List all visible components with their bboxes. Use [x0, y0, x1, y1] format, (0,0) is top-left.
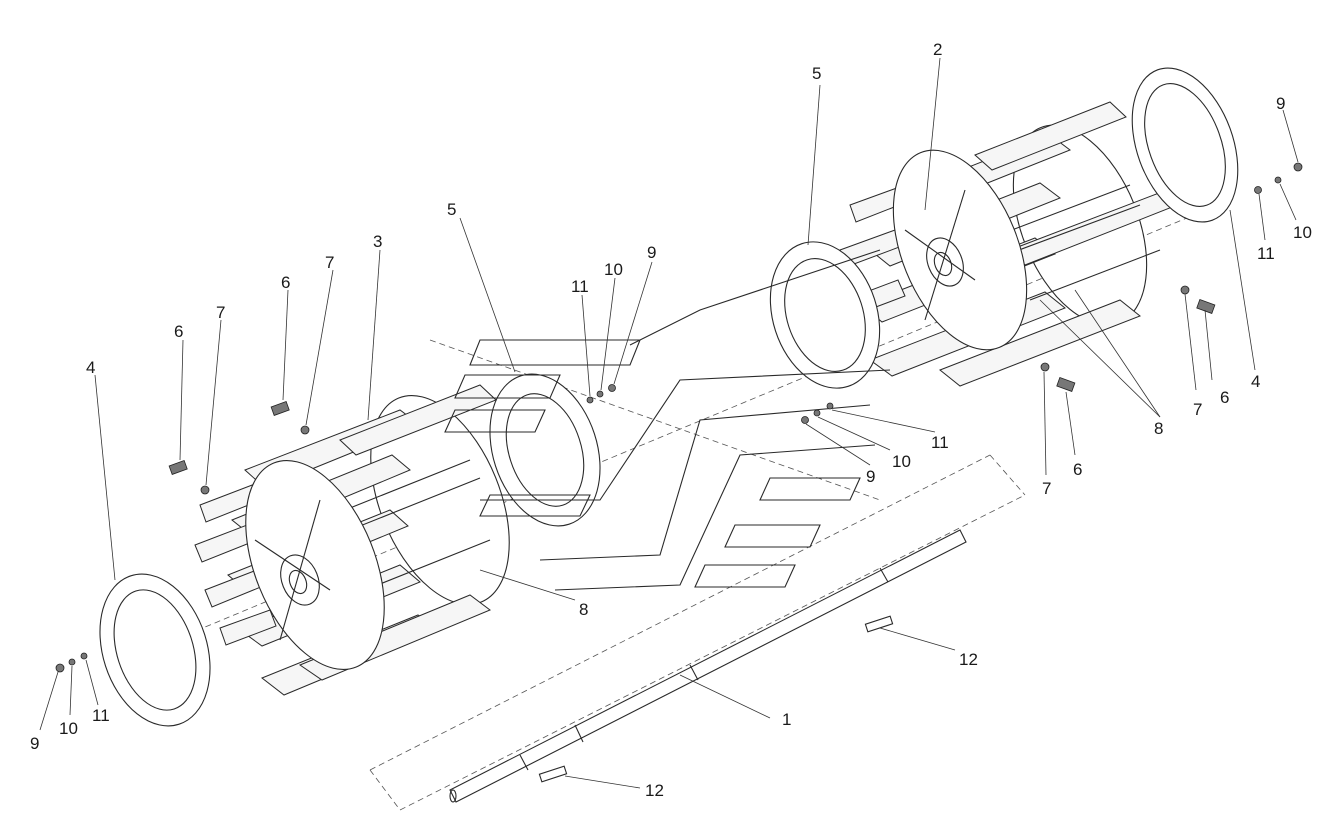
callout-4-right: 4 [1251, 372, 1260, 391]
callout-3: 3 [373, 232, 382, 251]
callout-6-c: 6 [1220, 388, 1229, 407]
callout-9-a: 9 [30, 734, 39, 753]
callout-11-b: 11 [571, 277, 589, 296]
callout-5-center: 5 [447, 200, 456, 219]
callout-10-b: 10 [604, 260, 623, 279]
callout-8-left: 8 [579, 600, 588, 619]
main-shaft-1 [449, 529, 967, 803]
flange-right-4 [1131, 67, 1239, 223]
callout-6-a: 6 [174, 322, 183, 341]
callout-11-d: 11 [1257, 244, 1275, 263]
callout-9-b: 9 [647, 243, 656, 262]
callout-labels: 1 2 3 4 4 5 5 6 6 6 6 7 7 7 7 8 8 9 9 9 … [30, 40, 1312, 800]
callout-6-d: 6 [1073, 460, 1082, 479]
callout-4-left: 4 [86, 358, 95, 377]
callout-10-d: 10 [1293, 223, 1312, 242]
callout-11-c: 11 [931, 433, 949, 452]
left-rotor [194, 384, 510, 696]
callout-2: 2 [933, 40, 942, 59]
callout-10-a: 10 [59, 719, 78, 738]
callout-1: 1 [782, 710, 791, 729]
callout-12-right: 12 [959, 650, 978, 669]
callout-10-c: 10 [892, 452, 911, 471]
hardware-fasteners [55, 162, 1303, 673]
flange-left-4 [99, 573, 211, 727]
guide-plates-8 [444, 249, 891, 591]
callout-7-a: 7 [216, 303, 225, 322]
callout-9-d: 9 [1276, 94, 1285, 113]
callout-9-c: 9 [866, 467, 875, 486]
callout-7-d: 7 [1042, 479, 1051, 498]
flange-mid-right-5 [769, 241, 881, 389]
callout-8-right: 8 [1154, 419, 1163, 438]
leader-lines [39, 57, 1299, 789]
callout-7-c: 7 [1193, 400, 1202, 419]
callout-5-right: 5 [812, 64, 821, 83]
callout-12-left: 12 [645, 781, 664, 800]
callout-6-b: 6 [281, 273, 290, 292]
keys-12 [538, 615, 894, 783]
flange-center-5 [489, 373, 601, 527]
callout-7-b: 7 [325, 253, 334, 272]
callout-11-a: 11 [92, 706, 110, 725]
